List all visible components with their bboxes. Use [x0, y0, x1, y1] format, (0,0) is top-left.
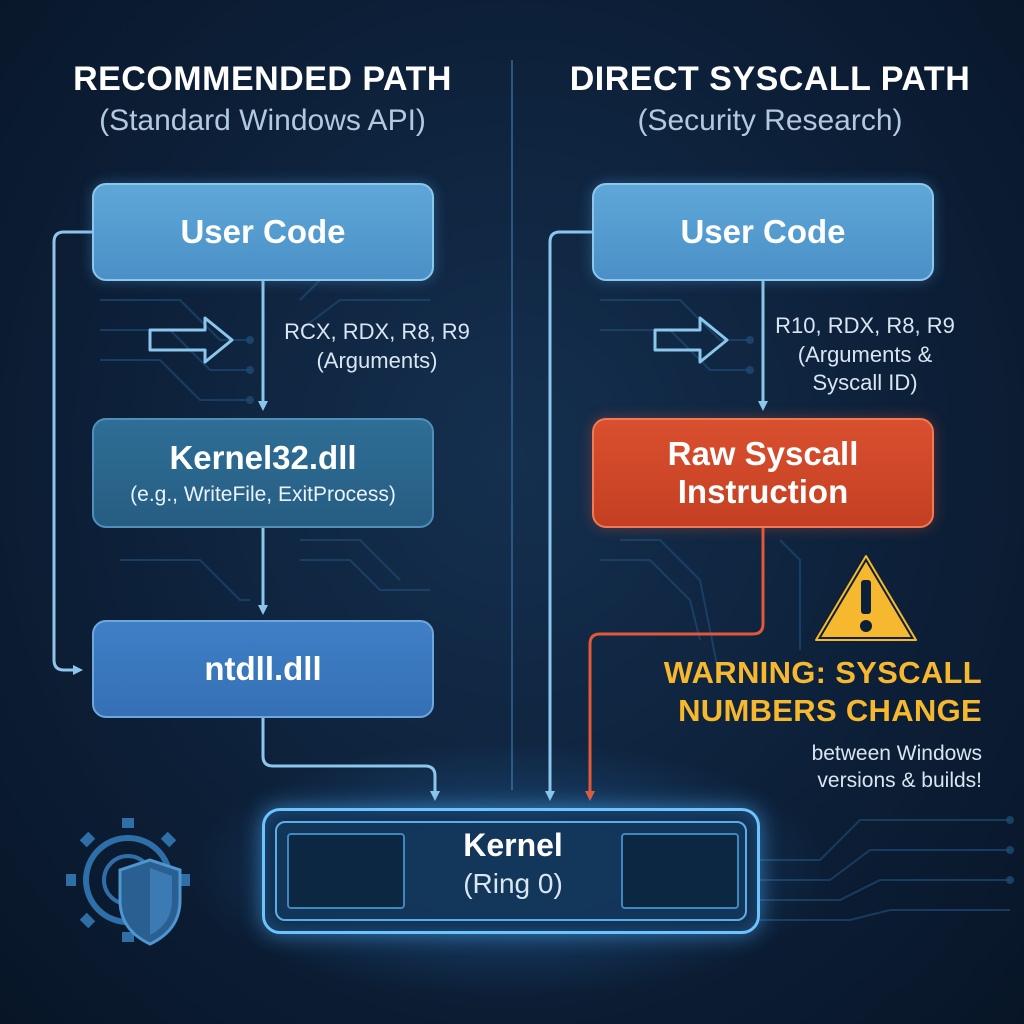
kernel-right-module	[621, 833, 739, 909]
double-arrow-right-icon	[653, 316, 729, 364]
raw-syscall-line1: Raw Syscall	[667, 435, 859, 473]
kernel32-dll-title: Kernel32.dll	[169, 439, 357, 477]
left-subheading: (Standard Windows API)	[99, 104, 426, 137]
left-heading: RECOMMENDED PATH	[73, 60, 452, 98]
left-connectors	[52, 230, 440, 801]
kernel32-dll-box: Kernel32.dll (e.g., WriteFile, ExitProce…	[92, 418, 434, 528]
left-argument-registers: RCX, RDX, R8, R9 (Arguments)	[284, 319, 470, 373]
right-heading: DIRECT SYSCALL PATH	[569, 60, 971, 98]
circuit-traces	[100, 269, 1010, 921]
right-user-code-box: User Code	[592, 183, 934, 281]
right-argument-registers: R10, RDX, R8, R9 (Arguments & Syscall ID…	[775, 313, 955, 396]
warning-title-line2: NUMBERS CHANGE	[678, 692, 982, 728]
ntdll-dll-box: ntdll.dll	[92, 620, 434, 718]
right-subheading: (Security Research)	[637, 104, 903, 137]
right-connectors	[545, 230, 768, 801]
kernel-box: Kernel (Ring 0)	[262, 808, 760, 934]
ntdll-dll-title: ntdll.dll	[204, 650, 322, 688]
warning-detail-line2: versions & builds!	[817, 768, 982, 792]
warning-detail-line1: between Windows	[811, 741, 982, 765]
arrow-raw-syscall-to-kernel	[585, 528, 765, 801]
left-user-code-box: User Code	[92, 183, 434, 281]
kernel-title: Kernel	[463, 827, 563, 863]
arrow-ntdll-to-kernel	[261, 718, 440, 801]
warning-callout: WARNING: SYSCALL NUMBERS CHANGE between …	[620, 654, 982, 794]
kernel32-dll-examples: (e.g., WriteFile, ExitProcess)	[130, 482, 396, 506]
warning-triangle-icon	[813, 553, 919, 643]
kernel-label: Kernel (Ring 0)	[405, 827, 621, 900]
arrow-usercode-to-kernel	[545, 230, 592, 801]
raw-syscall-line2: Instruction	[677, 473, 849, 510]
double-arrow-right-icon	[148, 316, 234, 364]
kernel-subtitle: (Ring 0)	[463, 868, 563, 899]
warning-title-line1: WARNING: SYSCALL	[663, 655, 982, 690]
left-user-code-label: User Code	[180, 213, 346, 251]
right-user-code-label: User Code	[680, 213, 846, 251]
circuit-nodes	[246, 336, 1014, 884]
arrow-usercode-to-ntdll-bypass	[52, 230, 92, 675]
raw-syscall-instruction-box: Raw Syscall Instruction	[592, 418, 934, 528]
kernel-left-module	[287, 833, 405, 909]
